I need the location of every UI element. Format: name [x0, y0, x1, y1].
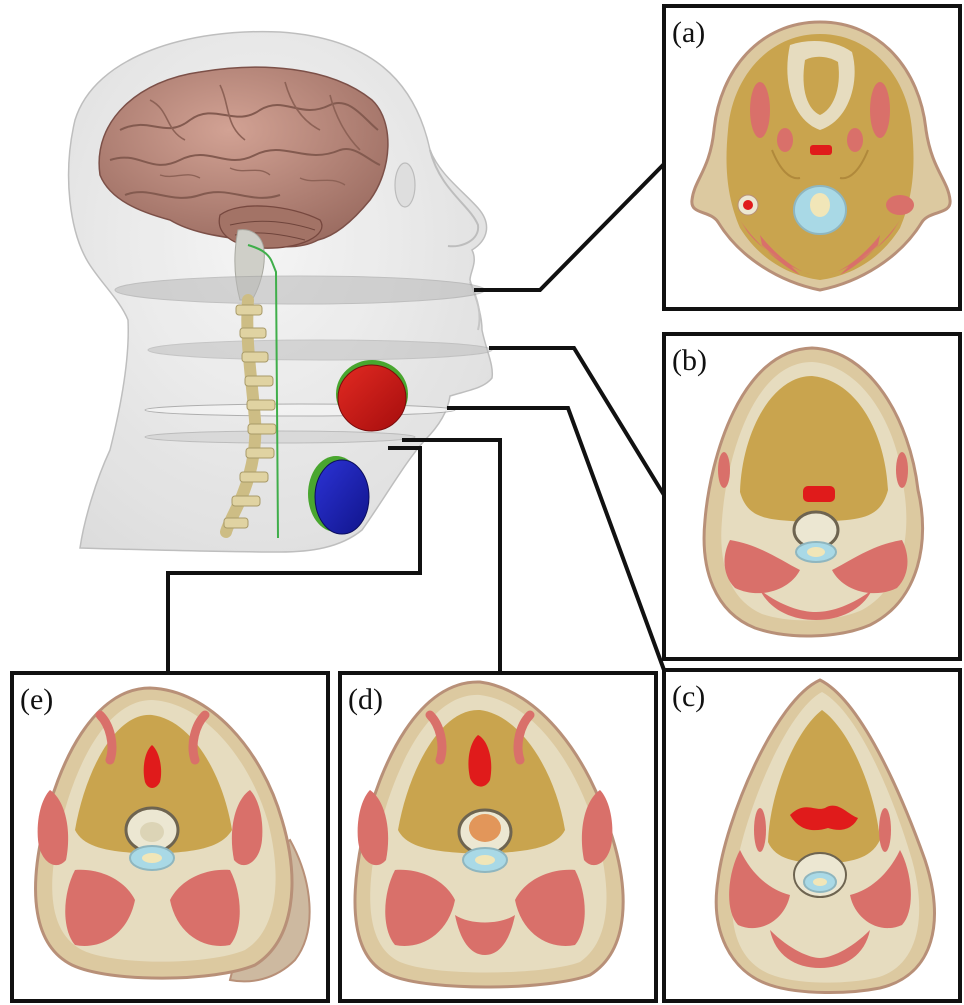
slice-plane-d	[145, 431, 415, 443]
connector-a	[474, 164, 664, 290]
connector-b	[489, 348, 664, 495]
slice-plane-a	[115, 276, 485, 304]
panel-a: (a)	[664, 6, 960, 309]
panel-label-a: (a)	[672, 16, 705, 49]
electrode-red	[336, 360, 408, 431]
panel-label-d: (d)	[348, 683, 383, 716]
head-model	[69, 32, 493, 552]
panel-b: (b)	[664, 334, 960, 659]
connector-d	[402, 440, 500, 673]
ear	[395, 163, 415, 207]
slice-plane-b	[148, 340, 492, 360]
panel-label-e: (e)	[20, 683, 53, 716]
panel-e: (e)	[12, 673, 328, 1001]
panel-c: (c)	[664, 670, 960, 1001]
panel-d: (d)	[340, 673, 656, 1001]
connector-c	[447, 408, 664, 670]
slice-plane-c	[145, 404, 455, 416]
panel-label-c: (c)	[672, 680, 705, 713]
panel-label-b: (b)	[672, 344, 707, 377]
